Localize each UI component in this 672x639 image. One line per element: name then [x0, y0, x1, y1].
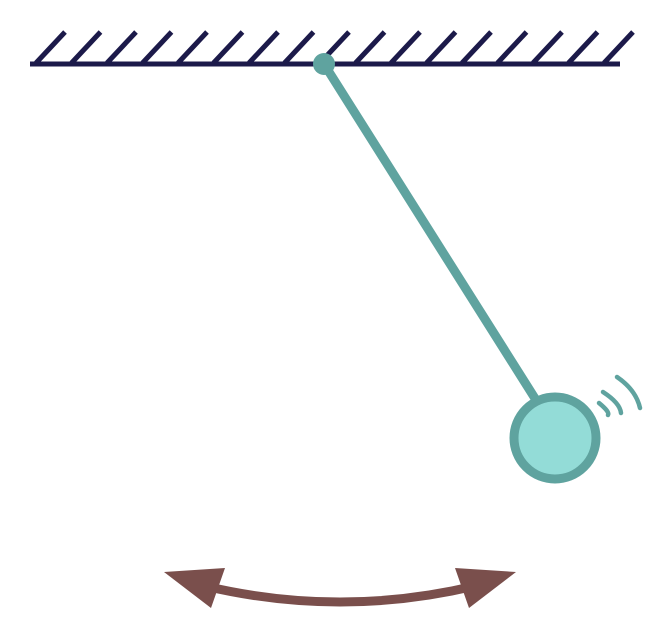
hatch-mark	[602, 30, 635, 65]
hatch-mark	[389, 30, 422, 65]
hatch-mark	[495, 30, 529, 65]
pivot-point	[313, 53, 335, 75]
hatch-mark	[247, 30, 280, 65]
pendulum-bob	[509, 392, 601, 484]
motion-line-inner	[596, 400, 611, 418]
hatch-mark	[105, 30, 138, 65]
motion-lines	[596, 374, 643, 418]
swing-arrow	[164, 568, 516, 608]
swing-arrow-shaft	[200, 581, 480, 607]
swing-arrow-head-right	[455, 568, 516, 608]
motion-line-middle	[600, 389, 624, 416]
motion-line-outer	[614, 374, 643, 411]
hatch-mark	[282, 30, 316, 65]
swing-arrow-head-left	[164, 568, 225, 608]
hatch-mark	[140, 30, 174, 65]
pendulum-rod	[319, 59, 541, 405]
hatch-mark	[566, 30, 600, 65]
hatch-mark	[34, 30, 67, 65]
support-hatching	[34, 30, 635, 65]
hatch-mark	[176, 30, 209, 65]
hatch-mark	[211, 30, 245, 65]
hatch-mark	[424, 30, 458, 65]
hatch-mark	[460, 30, 493, 65]
hatch-mark	[69, 30, 103, 65]
hatch-mark	[531, 30, 564, 65]
hatch-mark	[353, 30, 387, 65]
